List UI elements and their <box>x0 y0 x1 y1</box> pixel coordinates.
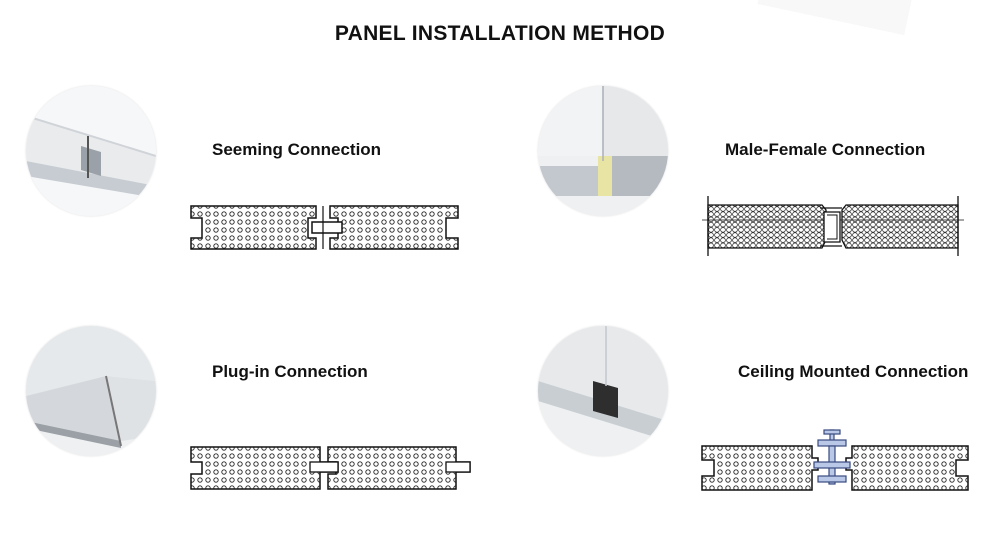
ceiling-mounted-connection-photo <box>538 326 668 456</box>
plug-in-connection-photo <box>26 326 156 456</box>
page-title: PANEL INSTALLATION METHOD <box>334 22 666 45</box>
male-female-connection-label: Male-Female Connection <box>725 140 926 159</box>
seeming-connection-diagram <box>188 202 468 254</box>
male-female-connection-photo <box>538 86 668 216</box>
seeming-connection-label: Seeming Connection <box>212 140 382 159</box>
plug-in-connection-label: Plug-in Connection <box>212 362 368 381</box>
seeming-connection-photo <box>26 86 156 216</box>
plug-in-connection-diagram <box>188 444 472 494</box>
ceiling-mounted-connection-diagram <box>700 428 972 494</box>
ceiling-mounted-connection-label: Ceiling Mounted Connection <box>738 362 969 381</box>
male-female-connection-diagram <box>702 196 964 260</box>
